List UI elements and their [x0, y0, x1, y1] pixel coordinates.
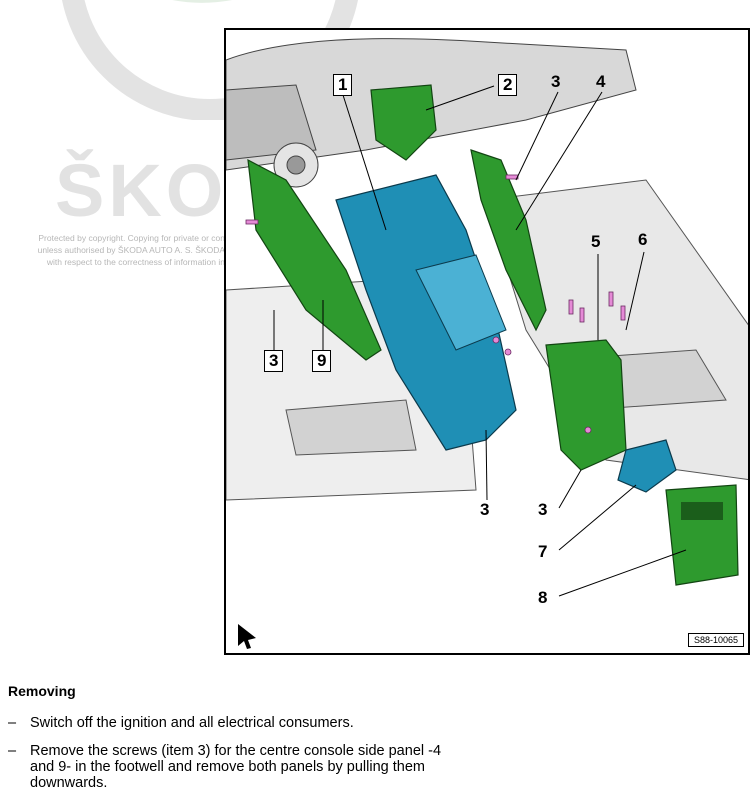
callout-3-bottom: 3 [480, 500, 490, 519]
arrow-icon [238, 624, 256, 649]
copyright-line: Protected by copyright. Copying for priv… [38, 233, 225, 243]
copyright-line: with respect to the correctness of infor… [46, 257, 225, 267]
figure-id: S88-10065 [687, 633, 744, 647]
exploded-view-figure: 1 2 3 4 5 6 3 9 3 3 7 8 S88-10065 [224, 28, 750, 655]
skoda-logo-icon [62, 0, 358, 120]
callout-3-right: 3 [538, 500, 548, 519]
callout-2: 2 [498, 74, 518, 96]
callout-7: 7 [538, 542, 548, 561]
step-text: Remove the screws (item 3) for the centr… [30, 743, 442, 791]
step-text: Switch off the ignition and all electric… [30, 715, 354, 731]
callout-3-top: 3 [551, 72, 561, 91]
callout-1: 1 [333, 74, 353, 96]
callout-5: 5 [591, 232, 601, 251]
copyright-line: unless authorised by ŠKODA AUTO A. S. ŠK… [37, 245, 225, 255]
dash-bullet: – [8, 715, 17, 731]
dash-bullet: – [8, 743, 17, 759]
callout-4: 4 [596, 72, 606, 91]
watermark-brand: ŠKO [55, 149, 228, 232]
callout-6: 6 [638, 230, 648, 249]
callout-8: 8 [538, 588, 548, 607]
step-item: – Remove the screws (item 3) for the cen… [8, 743, 450, 791]
watermark: ŠKO Protected by copyright. Copying for … [0, 0, 400, 300]
step-item: – Switch off the ignition and all electr… [8, 715, 450, 731]
callout-3-left: 3 [264, 350, 284, 372]
copyright-notice: Protected by copyright. Copying for priv… [0, 232, 225, 268]
callout-9: 9 [312, 350, 332, 372]
section-title: Removing [8, 683, 76, 699]
centre-console-illustration [226, 38, 748, 649]
